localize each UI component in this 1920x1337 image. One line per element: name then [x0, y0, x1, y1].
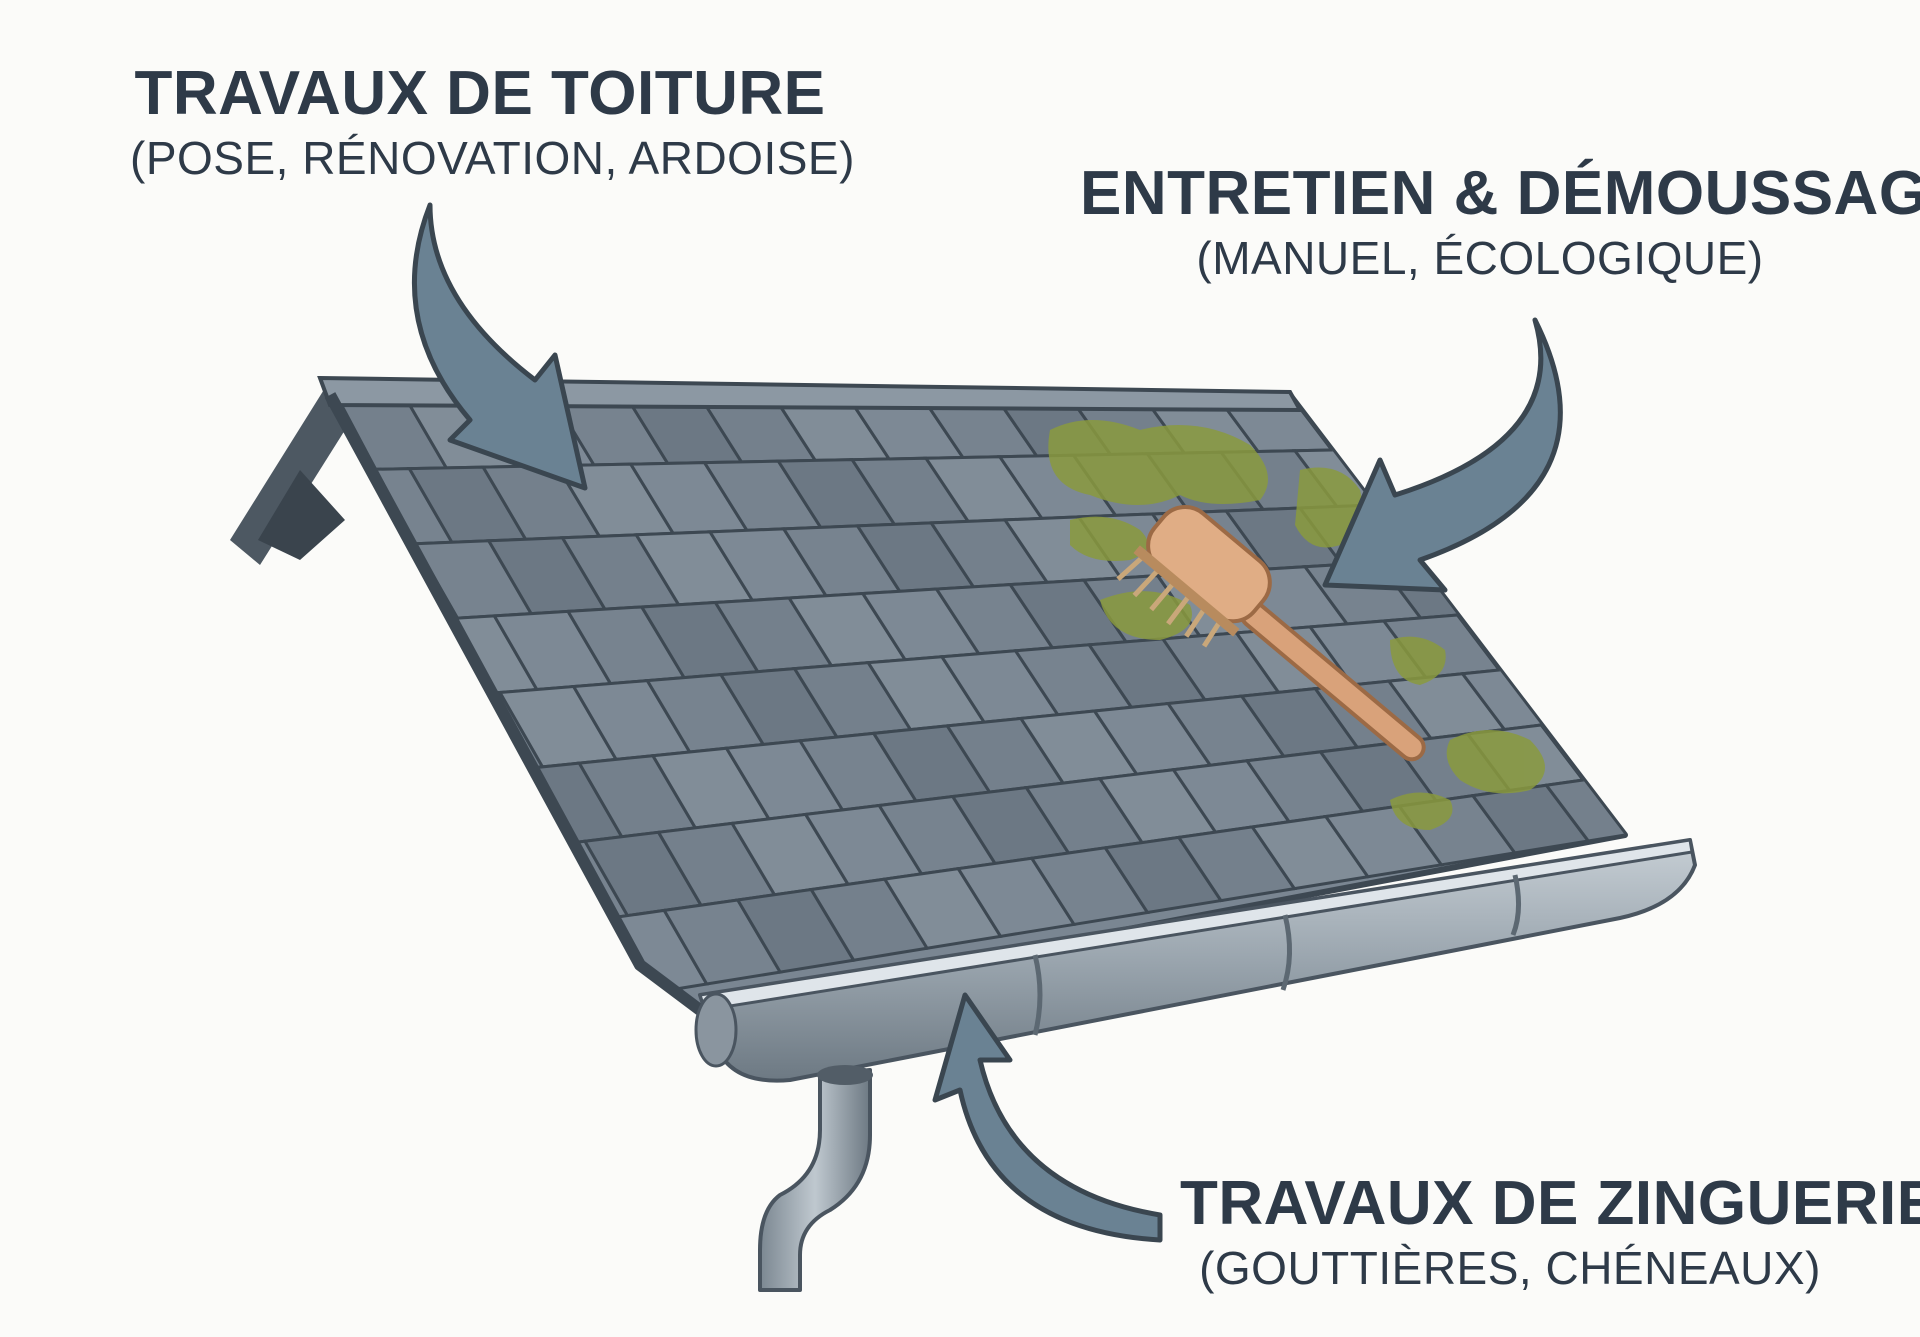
slate-tile	[1617, 762, 1625, 831]
slate-tile	[1533, 657, 1625, 723]
brush-icon	[1116, 504, 1426, 762]
label-roofing-works: TRAVAUX DE TOITURE (POSE, RÉNOVATION, AR…	[130, 59, 855, 185]
label-cleaning-title: ENTRETIEN & DÉMOUSSAGE	[1080, 159, 1920, 228]
moss-patches	[1048, 420, 1545, 830]
label-roofing-title: TRAVAUX DE TOITURE	[134, 59, 826, 128]
label-zinc-title: TRAVAUX DE ZINGUERIE	[1180, 1169, 1920, 1238]
label-cleaning-subtitle: (MANUEL, ÉCOLOGIQUE)	[1196, 232, 1764, 285]
gutter-icon	[694, 838, 1697, 1292]
label-zinc-subtitle: (GOUTTIÈRES, CHÉNEAUX)	[1199, 1242, 1821, 1295]
label-cleaning-works: ENTRETIEN & DÉMOUSSAGE (MANUEL, ÉCOLOGIQ…	[1080, 159, 1920, 285]
slate-tile	[1449, 551, 1571, 614]
arrow-icon	[412, 202, 1563, 1243]
label-zinc-works: TRAVAUX DE ZINGUERIE (GOUTTIÈRES, CHÉNEA…	[1180, 1169, 1920, 1295]
label-roofing-subtitle: (POSE, RÉNOVATION, ARDOISE)	[130, 132, 855, 185]
